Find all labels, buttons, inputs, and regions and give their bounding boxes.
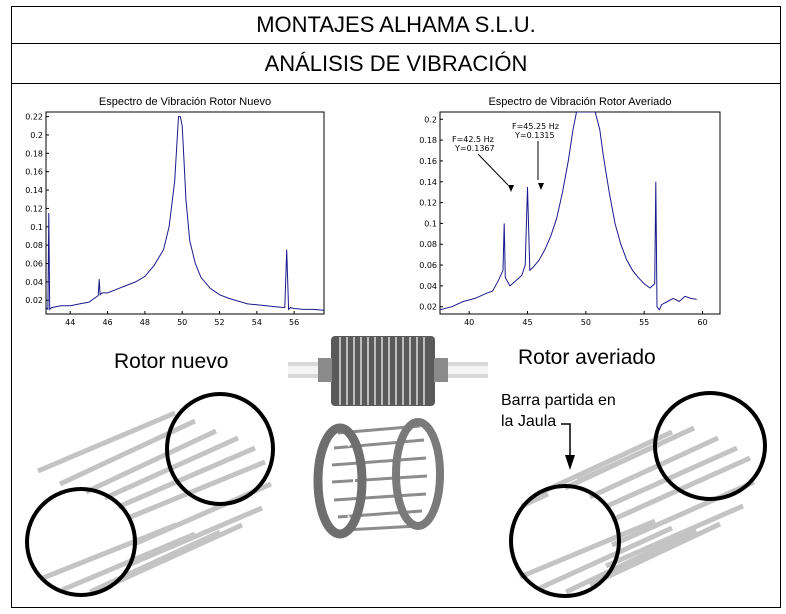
y-tick-label: 0.14	[419, 178, 437, 187]
peak-annotation-frequency: F=42.5 Hz	[452, 135, 494, 144]
peak-annotation-frequency: F=45.25 Hz	[512, 122, 559, 131]
y-tick-label: 0.12	[419, 199, 437, 208]
spectrum-series-line	[440, 112, 697, 311]
peak-annotation-amplitude: Y=0.1367	[454, 144, 495, 153]
peak-annotation-arrowhead	[508, 185, 514, 192]
broken-bar-label-line1: Barra partida en	[501, 392, 616, 409]
y-tick-label: 0.04	[419, 282, 437, 291]
squirrel-cage-image	[313, 418, 444, 539]
new-rotor-label: Rotor nuevo	[114, 350, 229, 373]
y-tick-label: 0.18	[25, 149, 43, 158]
y-tick-label: 0.02	[25, 296, 43, 305]
y-tick-label: 0.02	[419, 303, 437, 312]
y-tick-label: 0.06	[419, 261, 437, 270]
rotor-assembly-image	[288, 336, 488, 406]
x-tick-label: 44	[65, 318, 75, 327]
x-tick-label: 56	[289, 318, 299, 327]
x-tick-label: 40	[464, 318, 474, 327]
analysis-title: ANÁLISIS DE VIBRACIÓN	[11, 43, 781, 84]
y-tick-label: 0.22	[25, 113, 43, 122]
y-tick-label: 0.16	[419, 157, 437, 166]
y-tick-label: 0.1	[424, 219, 437, 228]
y-tick-label: 0.08	[25, 241, 43, 250]
plot-frame	[45, 111, 325, 315]
peak-annotation-amplitude: Y=0.1315	[514, 131, 555, 140]
y-tick-label: 0.16	[25, 168, 43, 177]
x-tick-label: 54	[252, 318, 262, 327]
y-tick-label: 0.2	[424, 115, 437, 124]
x-tick-label: 60	[697, 318, 707, 327]
x-tick-label: 48	[140, 318, 150, 327]
chart-title-new: Espectro de Vibración Rotor Nuevo	[98, 96, 272, 108]
y-tick-label: 0.18	[419, 136, 437, 145]
y-tick-label: 0.2	[30, 131, 43, 140]
peak-annotation-arrowhead	[538, 183, 544, 190]
x-tick-label: 55	[639, 318, 649, 327]
x-tick-label: 52	[214, 318, 224, 327]
broken-bar-arrow	[561, 423, 575, 470]
x-tick-label: 45	[522, 318, 532, 327]
new-rotor-cage	[25, 392, 275, 597]
peak-annotation-arrow	[477, 153, 509, 186]
spectrum-series-line	[46, 116, 324, 311]
x-tick-label: 50	[581, 318, 591, 327]
chart-title-damaged: Espectro de Vibración Rotor Averiado	[488, 96, 672, 108]
y-tick-label: 0.04	[25, 278, 43, 287]
broken-bar-label-line2: la Jaula	[501, 413, 557, 430]
y-tick-label: 0.06	[25, 260, 43, 269]
y-tick-label: 0.08	[419, 240, 437, 249]
y-tick-label: 0.1	[30, 223, 43, 232]
y-tick-label: 0.14	[25, 186, 43, 195]
x-tick-label: 50	[177, 318, 187, 327]
y-tick-label: 0.12	[25, 204, 43, 213]
damaged-rotor-label: Rotor averiado	[518, 346, 656, 369]
x-tick-label: 46	[102, 318, 112, 327]
damaged-rotor-cage	[509, 391, 767, 598]
